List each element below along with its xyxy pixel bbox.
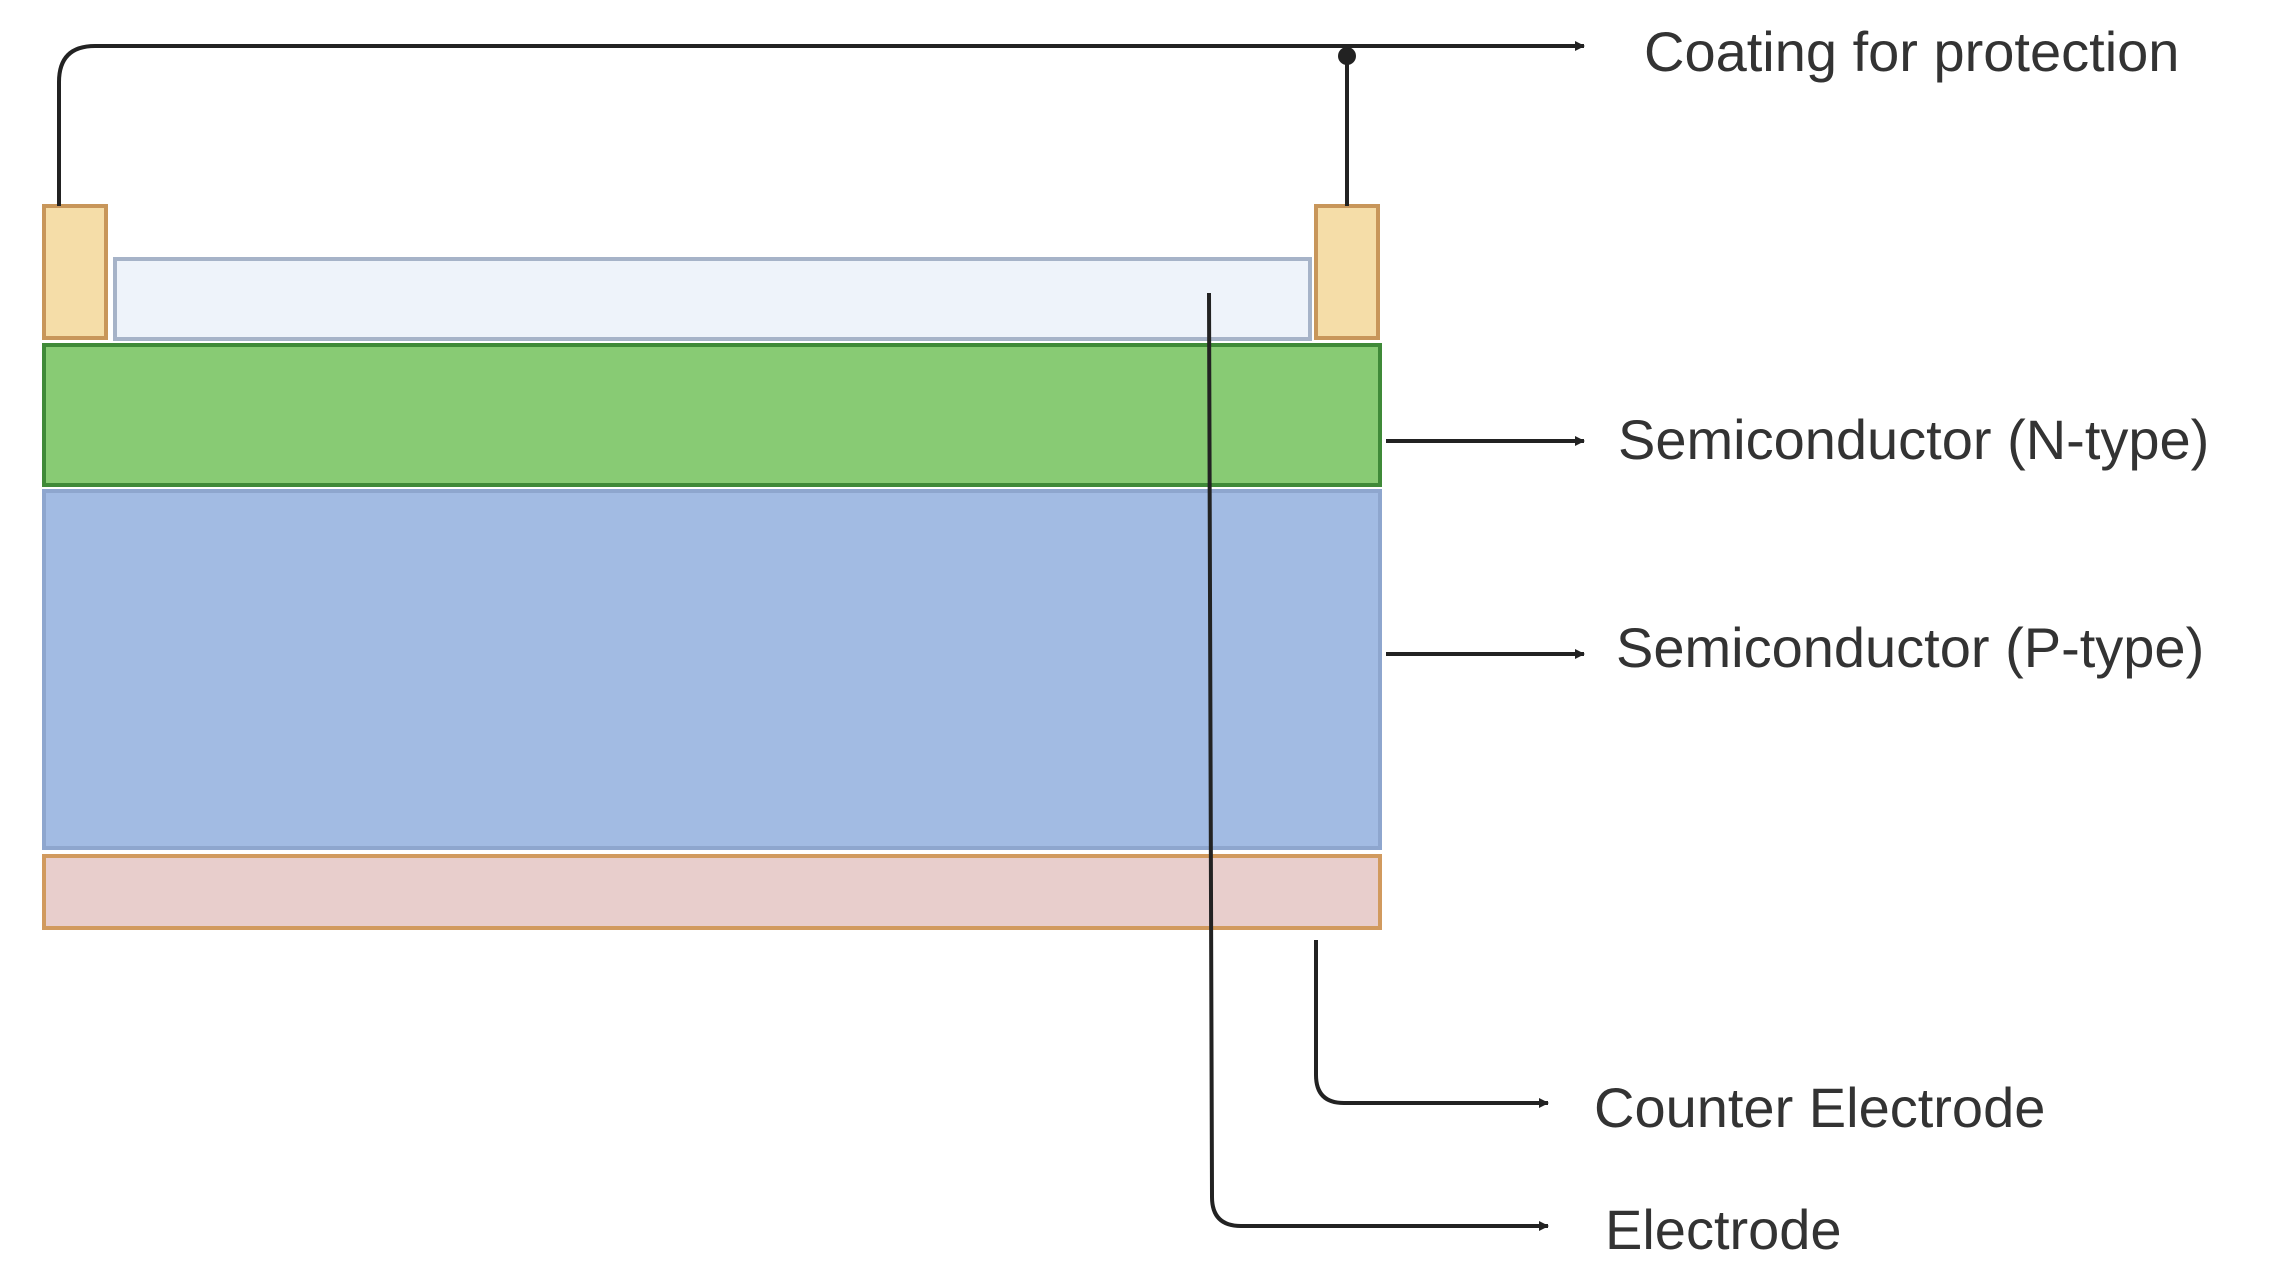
- n-type-layer: [42, 343, 1382, 487]
- label-counter-electrode: Counter Electrode: [1594, 1076, 2045, 1139]
- label-semiconductor-p-type: Semiconductor (P-type): [1616, 616, 2204, 679]
- p-type-layer: [42, 489, 1382, 850]
- electrode-connector: [1207, 292, 1549, 1231]
- junction-dot: [1338, 47, 1356, 65]
- counter-electrode-connector: [1314, 940, 1549, 1108]
- left-contact: [42, 204, 108, 340]
- counter-electrode-layer: [42, 854, 1382, 930]
- label-electrode: Electrode: [1605, 1198, 1842, 1261]
- protective-coating-layer: [113, 257, 1312, 341]
- coating-connector-line: [57, 41, 1585, 206]
- label-coating-for-protection: Coating for protection: [1644, 20, 2179, 83]
- label-semiconductor-n-type: Semiconductor (N-type): [1618, 408, 2209, 471]
- right-contact: [1314, 204, 1380, 340]
